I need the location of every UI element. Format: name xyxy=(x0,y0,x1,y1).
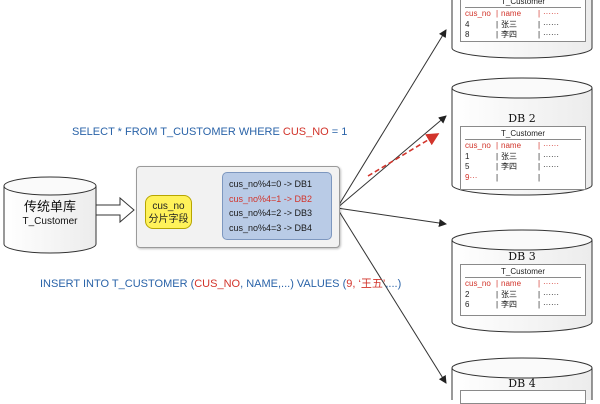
db3-title: DB 3 xyxy=(508,250,536,263)
db4-title: DB 4 xyxy=(508,377,536,390)
select-sql-key: CUS_NO xyxy=(282,126,329,138)
db1-table: T_Customer cus_no|name|······ 4|张三|·····… xyxy=(460,0,586,42)
insert-sql-key: CUS_NO xyxy=(194,278,241,290)
routing-rule: cus_no%4=3 -> DB4 xyxy=(229,222,313,233)
table-row: 5|李四|······ xyxy=(465,162,559,171)
table-row: 1|张三|······ xyxy=(465,151,559,161)
insert-sql-part2: , NAME,...) VALUES ( xyxy=(240,278,347,290)
table-row: 8|李四|······ xyxy=(465,30,559,39)
insert-sql-part3: ,...) xyxy=(385,278,402,290)
insert-sql-part1: INSERT INTO T_CUSTOMER ( xyxy=(40,278,195,290)
db4-table xyxy=(460,390,586,404)
select-sql: SELECT * FROM T_CUSTOMER WHERE CUS_NO = … xyxy=(72,126,347,138)
db2-table-name: T_Customer xyxy=(465,129,581,140)
source-db-table: T_Customer xyxy=(22,216,78,227)
insert-sql: INSERT INTO T_CUSTOMER (CUS_NO, NAME,...… xyxy=(40,275,401,291)
table-row: 2|张三|······ xyxy=(465,289,559,299)
shard-key-desc: 分片字段 xyxy=(148,214,189,225)
source-db-title: 传统单库 xyxy=(23,200,76,215)
db1-table-name: T_Customer xyxy=(465,0,581,8)
table-row: 6|李四|······ xyxy=(465,300,559,309)
arrow-to-db1 xyxy=(336,29,447,209)
db3-table-name: T_Customer xyxy=(465,267,581,278)
select-sql-suffix: = 1 xyxy=(328,126,348,138)
db2-title: DB 2 xyxy=(508,112,536,125)
source-to-router-arrow xyxy=(95,196,135,224)
dashed-route-arrow xyxy=(367,133,440,177)
table-header-row: cus_no|name|······ xyxy=(465,141,559,150)
db3-table: T_Customer cus_no|name|······ 2|张三|·····… xyxy=(460,264,586,316)
table-row: 4|张三|······ xyxy=(465,19,559,29)
shard-key-box: cus_no 分片字段 xyxy=(145,195,192,229)
routing-rule-active: cus_no%4=1 -> DB2 xyxy=(229,193,313,204)
table-header-row: cus_no|name|······ xyxy=(465,279,559,288)
routing-rules-box: cus_no%4=0 -> DB1 cus_no%4=1 -> DB2 cus_… xyxy=(222,172,332,240)
arrow-to-db4 xyxy=(336,207,447,384)
table-header-row: cus_no|name|······ xyxy=(465,9,559,18)
table-row-new: 9···|| xyxy=(465,172,541,182)
select-sql-prefix: SELECT * FROM T_CUSTOMER WHERE xyxy=(72,126,283,138)
insert-sql-values: 9, ‘王五’ xyxy=(346,278,386,290)
db2-table: T_Customer cus_no|name|······ 1|张三|·····… xyxy=(460,126,586,190)
arrow-to-db3 xyxy=(336,207,447,227)
source-db-cylinder xyxy=(3,176,97,254)
routing-rule: cus_no%4=0 -> DB1 xyxy=(229,179,313,189)
shard-key-name: cus_no xyxy=(152,201,185,212)
routing-rule: cus_no%4=2 -> DB3 xyxy=(229,208,313,219)
